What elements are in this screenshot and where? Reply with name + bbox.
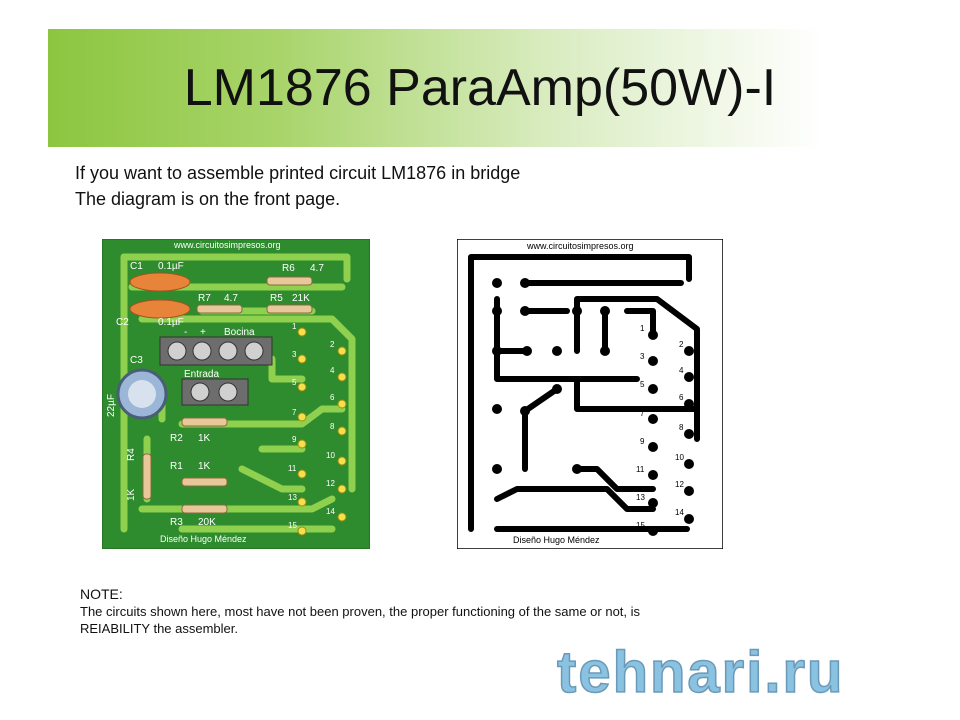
capacitor-c3-top bbox=[128, 380, 156, 408]
trace-pin-13: 13 bbox=[636, 493, 645, 502]
label-c1-value: 0.1µF bbox=[158, 261, 184, 272]
trace-pin-5: 5 bbox=[640, 380, 645, 389]
label-c1: C1 bbox=[130, 261, 143, 272]
pin-6: 6 bbox=[330, 393, 335, 402]
pin-3: 3 bbox=[292, 350, 297, 359]
website-label: www.circuitosimpresos.org bbox=[173, 240, 281, 250]
terminal-screws-entrada bbox=[190, 382, 238, 402]
intro-line-1: If you want to assemble printed circuit … bbox=[75, 163, 521, 183]
label-r1-value: 1K bbox=[198, 461, 211, 472]
label-bocina: Bocina bbox=[224, 327, 255, 338]
pin-4: 4 bbox=[330, 366, 335, 375]
terminal-screws-bocina bbox=[167, 341, 264, 361]
pin-1: 1 bbox=[292, 322, 297, 331]
intro-text: If you want to assemble printed circuit … bbox=[75, 160, 520, 212]
note-block: NOTE: The circuits shown here, most have… bbox=[80, 586, 800, 637]
label-r5-value: 21K bbox=[292, 293, 310, 304]
trace-pin-14: 14 bbox=[675, 508, 684, 517]
pin-12: 12 bbox=[326, 479, 335, 488]
note-line-1: The circuits shown here, most have not b… bbox=[80, 604, 641, 619]
watermark-logo: tehnari.ru bbox=[556, 640, 845, 700]
trace-pin-9: 9 bbox=[640, 437, 645, 446]
title-band bbox=[48, 29, 960, 147]
pin-7: 7 bbox=[292, 408, 297, 417]
label-minus: - bbox=[184, 327, 187, 338]
trace-pin-12: 12 bbox=[675, 480, 684, 489]
watermark-text: tehnari.ru bbox=[557, 640, 845, 700]
label-r4: R4 bbox=[126, 448, 137, 461]
note-line-2: REIABILITY the assembler. bbox=[80, 621, 238, 636]
label-r1: R1 bbox=[170, 461, 183, 472]
label-r2: R2 bbox=[170, 433, 183, 444]
label-c2: C2 bbox=[116, 317, 129, 328]
label-c2-value: 0.1µF bbox=[158, 317, 184, 328]
label-r7: R7 bbox=[198, 293, 211, 304]
trace-website-label: www.circuitosimpresos.org bbox=[526, 241, 634, 251]
label-r3: R3 bbox=[170, 517, 183, 528]
note-heading: NOTE: bbox=[80, 586, 123, 602]
slide-title: LM1876 ParaAmp(50W)-I bbox=[183, 59, 777, 117]
label-r5: R5 bbox=[270, 293, 283, 304]
pads bbox=[297, 327, 347, 536]
label-r7-value: 4.7 bbox=[224, 293, 238, 304]
label-plus: + bbox=[200, 327, 206, 338]
label-r2-value: 1K bbox=[198, 433, 211, 444]
trace-pin-1: 1 bbox=[640, 324, 645, 333]
trace-pin-6: 6 bbox=[679, 393, 684, 402]
label-r3-value: 20K bbox=[198, 517, 216, 528]
label-r4-value: 1K bbox=[126, 488, 137, 501]
resistors bbox=[142, 276, 313, 514]
trace-board: 1 2 3 4 5 6 7 8 9 10 11 12 13 14 15 www.… bbox=[457, 239, 723, 549]
trace-pin-4: 4 bbox=[679, 366, 684, 375]
pin-8: 8 bbox=[330, 422, 335, 431]
pin-9: 9 bbox=[292, 435, 297, 444]
trace-pin-15: 15 bbox=[636, 521, 645, 530]
trace-pads bbox=[492, 278, 694, 536]
label-c3-value: 22µF bbox=[106, 394, 117, 417]
label-r6: R6 bbox=[282, 263, 295, 274]
credit-label: Diseño Hugo Méndez bbox=[160, 534, 247, 544]
trace-pin-10: 10 bbox=[675, 453, 684, 462]
trace-pin-11: 11 bbox=[636, 465, 645, 474]
label-r6-value: 4.7 bbox=[310, 263, 324, 274]
capacitor-c2 bbox=[129, 299, 191, 319]
pin-5: 5 bbox=[292, 378, 297, 387]
trace-pin-7: 7 bbox=[640, 409, 645, 418]
trace-credit-label: Diseño Hugo Méndez bbox=[513, 535, 600, 545]
capacitor-c1 bbox=[129, 272, 191, 292]
label-c3: C3 bbox=[130, 355, 143, 366]
intro-line-2: The diagram is on the front page. bbox=[75, 189, 341, 209]
pin-11: 11 bbox=[288, 464, 297, 473]
label-entrada: Entrada bbox=[184, 369, 219, 380]
pin-15: 15 bbox=[288, 521, 297, 530]
trace-pin-8: 8 bbox=[679, 423, 684, 432]
pin-14: 14 bbox=[326, 507, 335, 516]
trace-pin-2: 2 bbox=[679, 340, 684, 349]
pin-13: 13 bbox=[288, 493, 297, 502]
component-board: 1 2 3 4 5 6 7 8 9 10 11 12 13 14 15 www.… bbox=[102, 239, 370, 549]
pin-2: 2 bbox=[330, 340, 335, 349]
pin-10: 10 bbox=[326, 451, 335, 460]
trace-pin-3: 3 bbox=[640, 352, 645, 361]
